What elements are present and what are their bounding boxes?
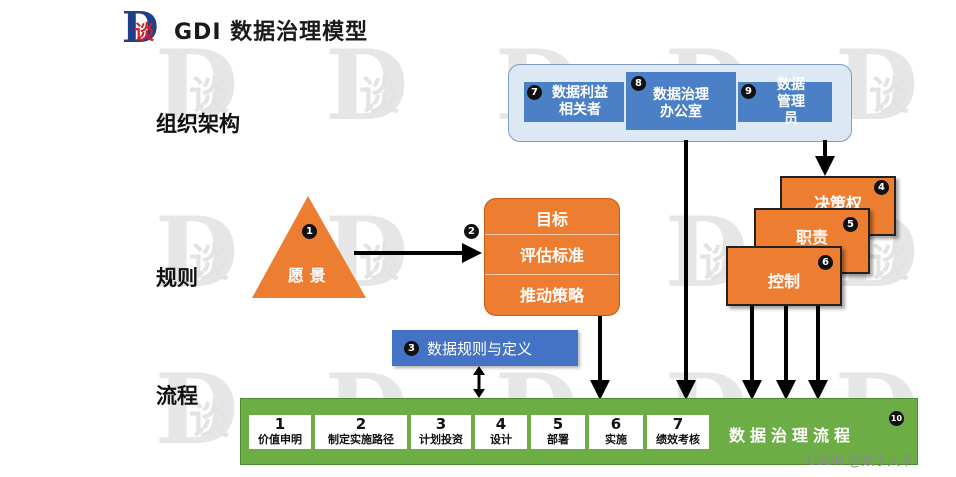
office-label: 数据治理办公室 [653, 87, 709, 120]
control-label: 控制 [768, 272, 801, 291]
data-rules-label: 数据规则与定义 [427, 339, 533, 358]
logo: D [122, 3, 159, 52]
process-title: 数据治理流程 [729, 426, 856, 445]
badge-4: 4 [874, 180, 889, 195]
divider [485, 234, 619, 235]
badge-9: 9 [741, 84, 756, 99]
badge-7: 7 [527, 85, 542, 100]
vision-label: 愿 景 [288, 266, 326, 285]
data-rules-box: 3 数据规则与定义 [392, 330, 578, 366]
logo-char: 谈 [134, 20, 154, 44]
rule-goal: 目标 [535, 210, 568, 229]
stewards-box: 数据管理员 [738, 77, 832, 127]
credit-text: CSDN @数字天下 [807, 454, 914, 469]
badge-3: 3 [404, 340, 419, 356]
duty-label: 职责 [796, 228, 829, 247]
badge-2: 2 [464, 224, 479, 239]
label-rules: 规则 [156, 266, 198, 290]
badge-10: 10 [889, 411, 904, 426]
rule-strategy: 推动策略 [519, 286, 584, 305]
page-title: GDI 数据治理模型 [174, 20, 369, 45]
label-process: 流程 [156, 384, 198, 408]
stakeholders-box: 数据利益相关者 [524, 82, 624, 122]
badge-5: 5 [843, 217, 858, 232]
vision-triangle [252, 196, 366, 298]
label-org: 组织架构 [156, 112, 240, 136]
badge-8: 8 [631, 76, 646, 91]
rules-block: 目标 评估标准 推动策略 [484, 198, 620, 316]
badge-6: 6 [818, 255, 833, 270]
stakeholders-label: 数据利益相关者 [552, 85, 608, 118]
badge-1: 1 [302, 224, 317, 239]
rule-criteria: 评估标准 [519, 246, 584, 265]
divider [485, 274, 619, 275]
stewards-label: 数据管理员 [777, 76, 805, 127]
